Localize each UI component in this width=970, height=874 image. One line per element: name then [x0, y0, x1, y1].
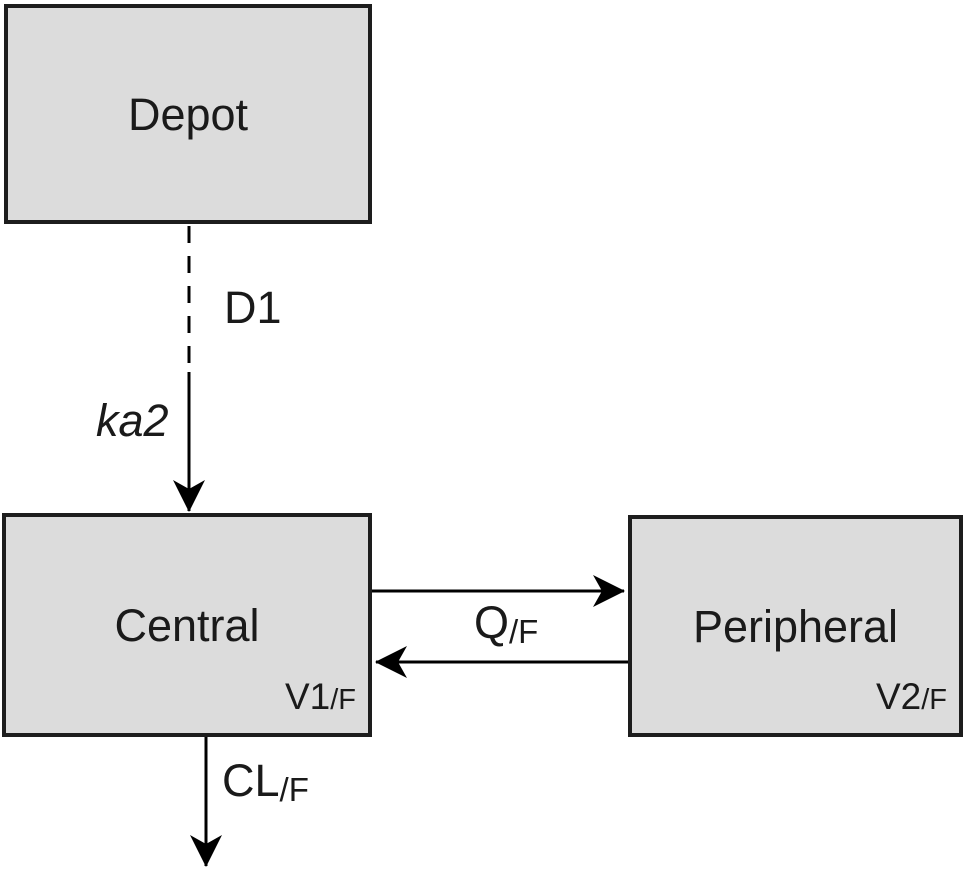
q-label-main: Q — [474, 597, 510, 648]
central-label: Central — [114, 599, 260, 651]
central-volume-suffix: /F — [330, 684, 356, 716]
dose-duration-label: D1 — [224, 282, 282, 333]
q-label-suffix: /F — [509, 613, 539, 650]
absorption-rate-label: ka2 — [96, 395, 169, 446]
clearance-label: CL/F — [222, 755, 309, 808]
intercompartmental-clearance-label: Q/F — [474, 597, 539, 650]
cl-label-suffix: /F — [279, 771, 309, 808]
peripheral-compartment: Peripheral V2/F — [628, 515, 963, 737]
peripheral-volume-main: V2 — [875, 676, 922, 717]
depot-label: Depot — [127, 88, 249, 140]
central-volume-main: V1 — [284, 676, 331, 717]
central-compartment: Central V1/F — [2, 513, 372, 737]
peripheral-label: Peripheral — [692, 600, 899, 652]
depot-compartment: Depot — [4, 4, 372, 224]
peripheral-volume-label: V2/F — [876, 678, 947, 715]
peripheral-volume-suffix: /F — [921, 684, 947, 716]
central-volume-label: V1/F — [285, 678, 356, 715]
cl-label-main: CL — [222, 755, 280, 806]
